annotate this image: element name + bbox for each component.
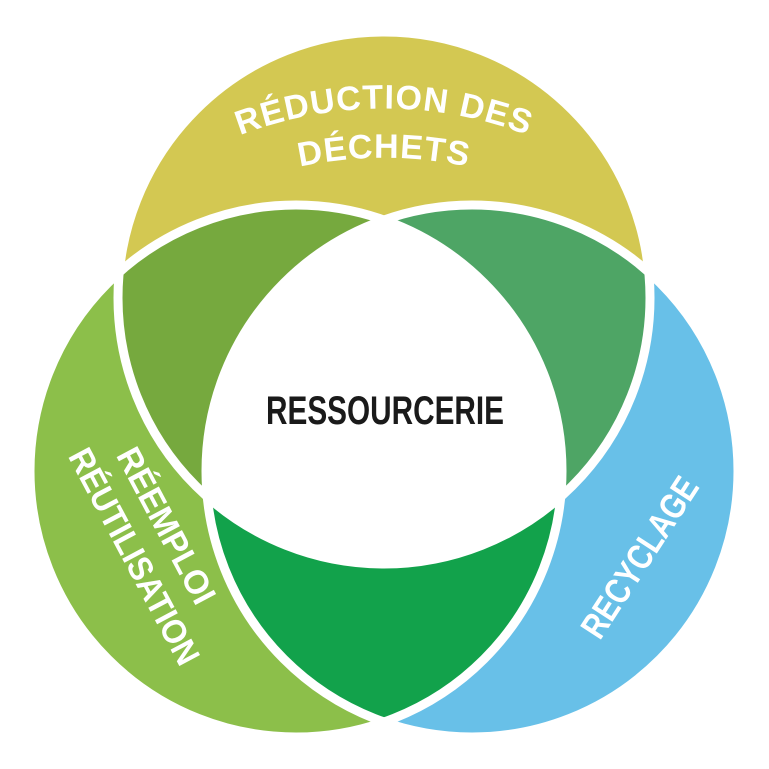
divider-left-circle bbox=[25, 200, 567, 742]
divider-right-circle bbox=[201, 200, 743, 742]
overlap-center bbox=[206, 205, 562, 564]
center-title: RESSOURCERIE bbox=[266, 389, 504, 433]
divider-top-circle bbox=[113, 27, 655, 569]
